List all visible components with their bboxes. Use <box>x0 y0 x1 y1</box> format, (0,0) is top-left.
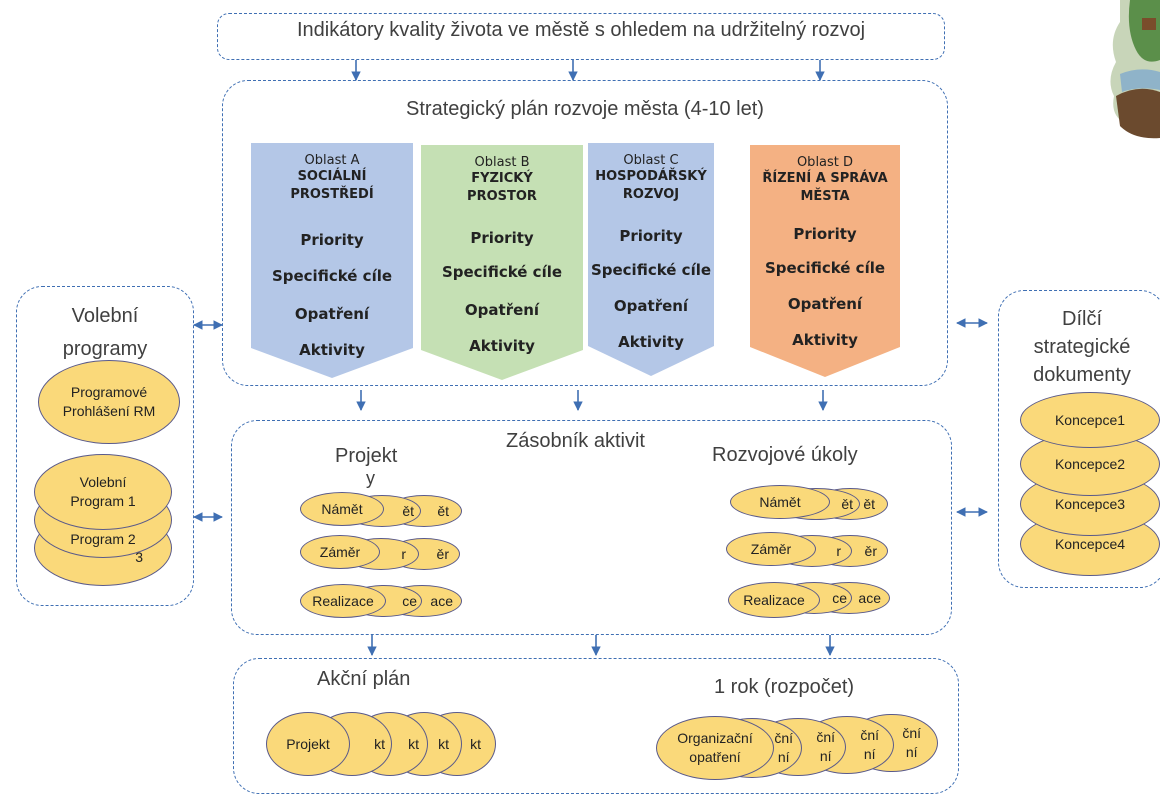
partial-docs-title-line1: Dílčí <box>1062 308 1102 330</box>
area-d-column: Oblast D ŘÍZENÍ A SPRÁVA MĚSTA Priority … <box>750 145 900 377</box>
area-item-activities: Aktivity <box>618 333 684 351</box>
area-type: SOCIÁLNÍ <box>297 169 367 184</box>
election-programs-box <box>16 286 194 606</box>
development-tasks-title: Rozvojové úkoly <box>712 444 858 466</box>
area-item-goals: Specifické cíle <box>271 267 393 285</box>
realization-ellipse[interactable]: Realizace <box>728 582 820 618</box>
area-item-priority: Priority <box>619 227 683 245</box>
project-ellipse[interactable]: Projekt <box>266 712 350 776</box>
area-name: Oblast B <box>474 155 530 170</box>
area-type: MĚSTA <box>800 189 850 204</box>
area-type: ROZVOJ <box>622 187 680 202</box>
area-name: Oblast C <box>623 153 679 168</box>
activity-stack-box <box>231 420 952 635</box>
area-type: ŘÍZENÍ A SPRÁVA <box>762 171 888 186</box>
election-title-line1: Volební <box>71 305 139 327</box>
area-item-measures: Opatření <box>787 295 863 313</box>
area-item-priority: Priority <box>793 225 857 243</box>
area-item-measures: Opatření <box>613 297 689 315</box>
area-type: FYZICKÝ <box>471 171 533 186</box>
area-item-activities: Aktivity <box>299 341 365 359</box>
area-item-measures: Opatření <box>294 305 370 323</box>
partial-docs-title-line3: dokumenty <box>1033 364 1131 386</box>
area-item-priority: Priority <box>300 231 364 249</box>
election-title-line2: programy <box>62 338 148 360</box>
area-type: PROSTŘEDÍ <box>290 187 374 202</box>
indicator-title: Indikátory kvality života ve městě s ohl… <box>296 19 866 41</box>
action-plan-title: Akční plán <box>317 668 411 690</box>
area-item-goals: Specifické cíle <box>590 261 712 279</box>
projects-title-line2: y <box>366 468 375 488</box>
area-item-goals: Specifické cíle <box>441 263 563 281</box>
area-item-activities: Aktivity <box>469 337 535 355</box>
area-b-column: Oblast B FYZICKÝ PROSTOR Priority Specif… <box>421 145 583 380</box>
strategic-plan-box <box>222 80 948 386</box>
area-name: Oblast D <box>796 155 854 170</box>
intent-ellipse[interactable]: Záměr <box>726 532 816 566</box>
projects-title-line1: Projekt <box>335 445 398 467</box>
area-item-goals: Specifické cíle <box>764 259 886 277</box>
area-type: HOSPODÁŘSKÝ <box>595 169 707 184</box>
intent-ellipse[interactable]: Záměr <box>300 535 380 569</box>
action-plan-box <box>233 658 959 794</box>
area-item-activities: Aktivity <box>792 331 858 349</box>
area-a-column: Oblast A SOCIÁLNÍ PROSTŘEDÍ Priority Spe… <box>251 143 413 378</box>
concept-ellipse[interactable]: Koncepce1 <box>1020 392 1160 448</box>
idea-ellipse[interactable]: Námět <box>300 492 384 526</box>
decorative-illustration <box>1110 0 1160 139</box>
area-item-priority: Priority <box>470 229 534 247</box>
area-type: PROSTOR <box>467 189 537 204</box>
budget-year-title: 1 rok (rozpočet) <box>714 676 855 698</box>
realization-ellipse[interactable]: Realizace <box>300 584 386 618</box>
area-c-column: Oblast C HOSPODÁŘSKÝ ROZVOJ Priority Spe… <box>588 143 714 376</box>
strategic-plan-title: Strategický plán rozvoje města (4-10 let… <box>406 98 764 120</box>
indicator-box <box>217 13 945 60</box>
area-name: Oblast A <box>304 153 360 168</box>
partial-docs-title-line2: strategické <box>1033 336 1131 358</box>
area-item-measures: Opatření <box>464 301 540 319</box>
activity-stack-title: Zásobník aktivit <box>506 430 645 452</box>
idea-ellipse[interactable]: Námět <box>730 485 830 519</box>
partial-docs-box <box>998 290 1160 588</box>
